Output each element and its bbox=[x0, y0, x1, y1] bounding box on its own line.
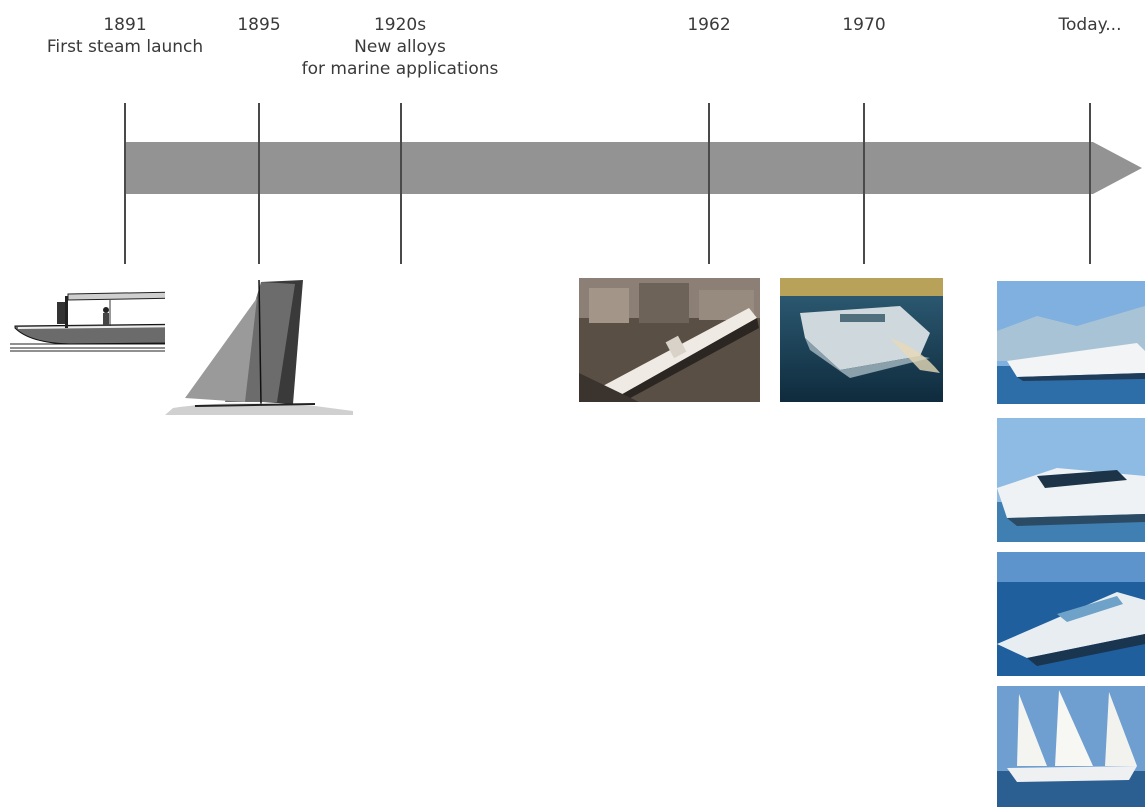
fast-ferry-photo bbox=[997, 552, 1145, 676]
milestone-year: 1962 bbox=[687, 15, 731, 35]
tick-1895 bbox=[258, 103, 260, 264]
milestone-year: 1970 bbox=[842, 15, 886, 35]
milestone-description: First steam launch bbox=[46, 37, 204, 57]
tick-today bbox=[1089, 103, 1091, 264]
catamaran-ferry-photo bbox=[780, 278, 943, 402]
milestone-1970-label: 1970 bbox=[842, 14, 885, 36]
sailing-cruiser-photo bbox=[997, 686, 1145, 807]
ocean-liner-photo bbox=[579, 278, 760, 402]
milestone-1962-label: 1962 bbox=[687, 14, 730, 36]
milestone-description: New alloys bbox=[354, 37, 446, 57]
milestone-year: 1920s bbox=[373, 15, 427, 35]
milestone-1920s-label: 1920s New alloys for marine applications bbox=[302, 14, 499, 80]
milestone-year: 1891 bbox=[103, 15, 147, 35]
tick-1970 bbox=[863, 103, 865, 264]
milestone-description-line2: for marine applications bbox=[301, 59, 499, 79]
milestone-today-label: Today... bbox=[1059, 14, 1122, 36]
milestone-year: 1895 bbox=[237, 15, 281, 35]
milestone-1891-label: 1891 First steam launch bbox=[47, 14, 203, 58]
milestone-year: Today... bbox=[1058, 15, 1122, 35]
tick-1962 bbox=[708, 103, 710, 264]
timeline-arrow-shape bbox=[125, 142, 1142, 194]
milestone-1895-label: 1895 bbox=[237, 14, 280, 36]
cruise-ship-photo bbox=[997, 281, 1145, 404]
tick-1920s bbox=[400, 103, 402, 264]
passenger-ferry-photo bbox=[997, 418, 1145, 542]
sailing-yacht-photo bbox=[165, 278, 353, 415]
tick-1891 bbox=[124, 103, 126, 264]
